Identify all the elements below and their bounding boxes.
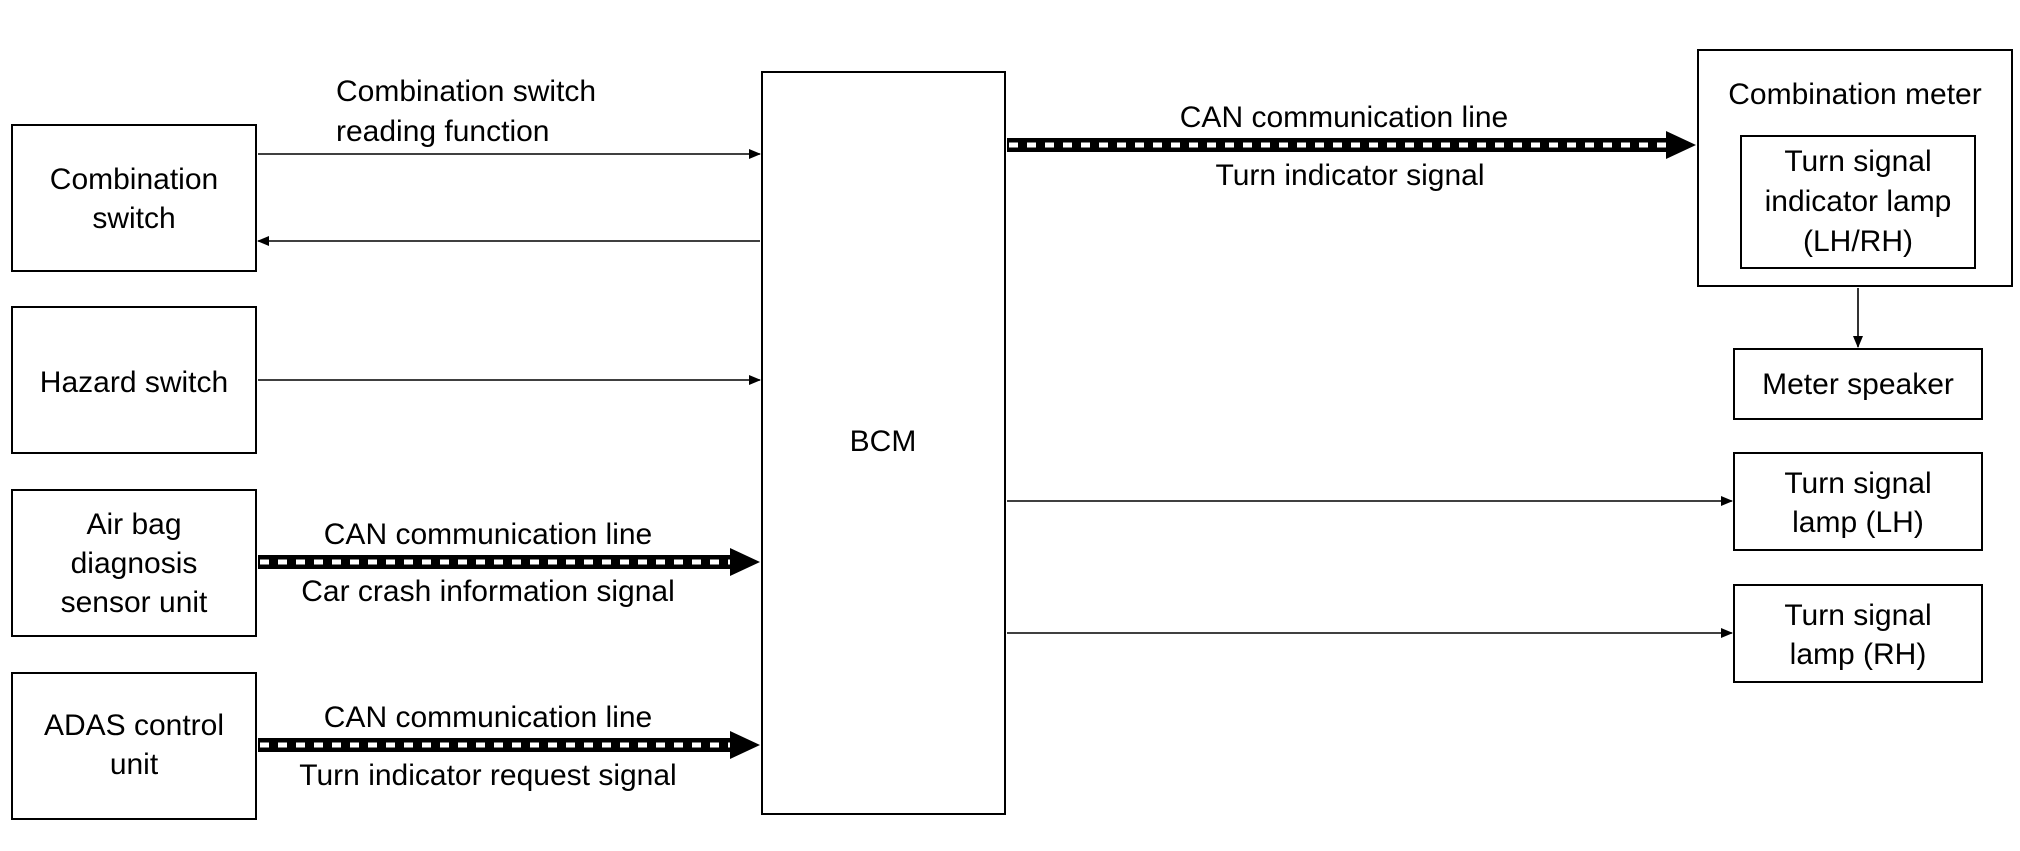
combination-switch-label-line2: switch (92, 202, 175, 235)
meter-speaker-block: Meter speaker (1733, 348, 1983, 420)
meter-can-line-label: CAN communication line (1180, 101, 1508, 134)
adas-request-signal-label: Turn indicator request signal (299, 759, 676, 792)
hazard-switch-label: Hazard switch (40, 366, 228, 399)
adas-to-bcm-can-line (258, 731, 760, 759)
combination-switch-label-line1: Combination (50, 163, 218, 196)
airbag-diagnosis-sensor-unit-block: Air bag diagnosis sensor unit (11, 489, 257, 637)
indicator-lamp-label-line2: indicator lamp (1765, 185, 1952, 218)
bcm-label: BCM (850, 425, 917, 458)
meter-turn-signal-label: Turn indicator signal (1215, 159, 1484, 192)
turn-lamp-lh-label-line1: Turn signal (1784, 467, 1931, 500)
turn-lamp-rh-label-line1: Turn signal (1784, 599, 1931, 632)
bcm-block: BCM (761, 71, 1006, 815)
airbag-crash-signal-label: Car crash information signal (301, 575, 675, 608)
bcm-to-combination-meter-can-line (1007, 131, 1696, 159)
airbag-unit-label-line2: diagnosis (71, 547, 198, 580)
meter-speaker-label: Meter speaker (1762, 368, 1954, 401)
adas-control-unit-block: ADAS control unit (11, 672, 257, 820)
adas-can-line-label: CAN communication line (324, 701, 652, 734)
combination-meter-block: Combination meter Turn signal indicator … (1697, 49, 2013, 287)
turn-signal-lamp-lh-block: Turn signal lamp (LH) (1733, 452, 1983, 551)
airbag-unit-label-line1: Air bag (86, 508, 181, 541)
airbag-to-bcm-can-line (258, 548, 760, 576)
reading-function-label-line1: Combination switch (336, 75, 596, 108)
turn-lamp-lh-label-line2: lamp (LH) (1792, 506, 1924, 539)
combination-meter-label: Combination meter (1728, 78, 1981, 111)
adas-unit-label-line2: unit (110, 748, 159, 781)
combination-switch-block: Combination switch (11, 124, 257, 272)
indicator-lamp-label-line3: (LH/RH) (1803, 225, 1913, 258)
airbag-can-line-label: CAN communication line (324, 518, 652, 551)
indicator-lamp-label-line1: Turn signal (1784, 145, 1931, 178)
adas-unit-label-line1: ADAS control (44, 709, 224, 742)
reading-function-label-line2: reading function (336, 115, 550, 148)
turn-signal-lamp-rh-block: Turn signal lamp (RH) (1733, 584, 1983, 683)
hazard-switch-block: Hazard switch (11, 306, 257, 454)
turn-signal-indicator-lamp-block: Turn signal indicator lamp (LH/RH) (1740, 135, 1976, 269)
turn-lamp-rh-label-line2: lamp (RH) (1790, 638, 1927, 671)
airbag-unit-label-line3: sensor unit (61, 586, 208, 619)
